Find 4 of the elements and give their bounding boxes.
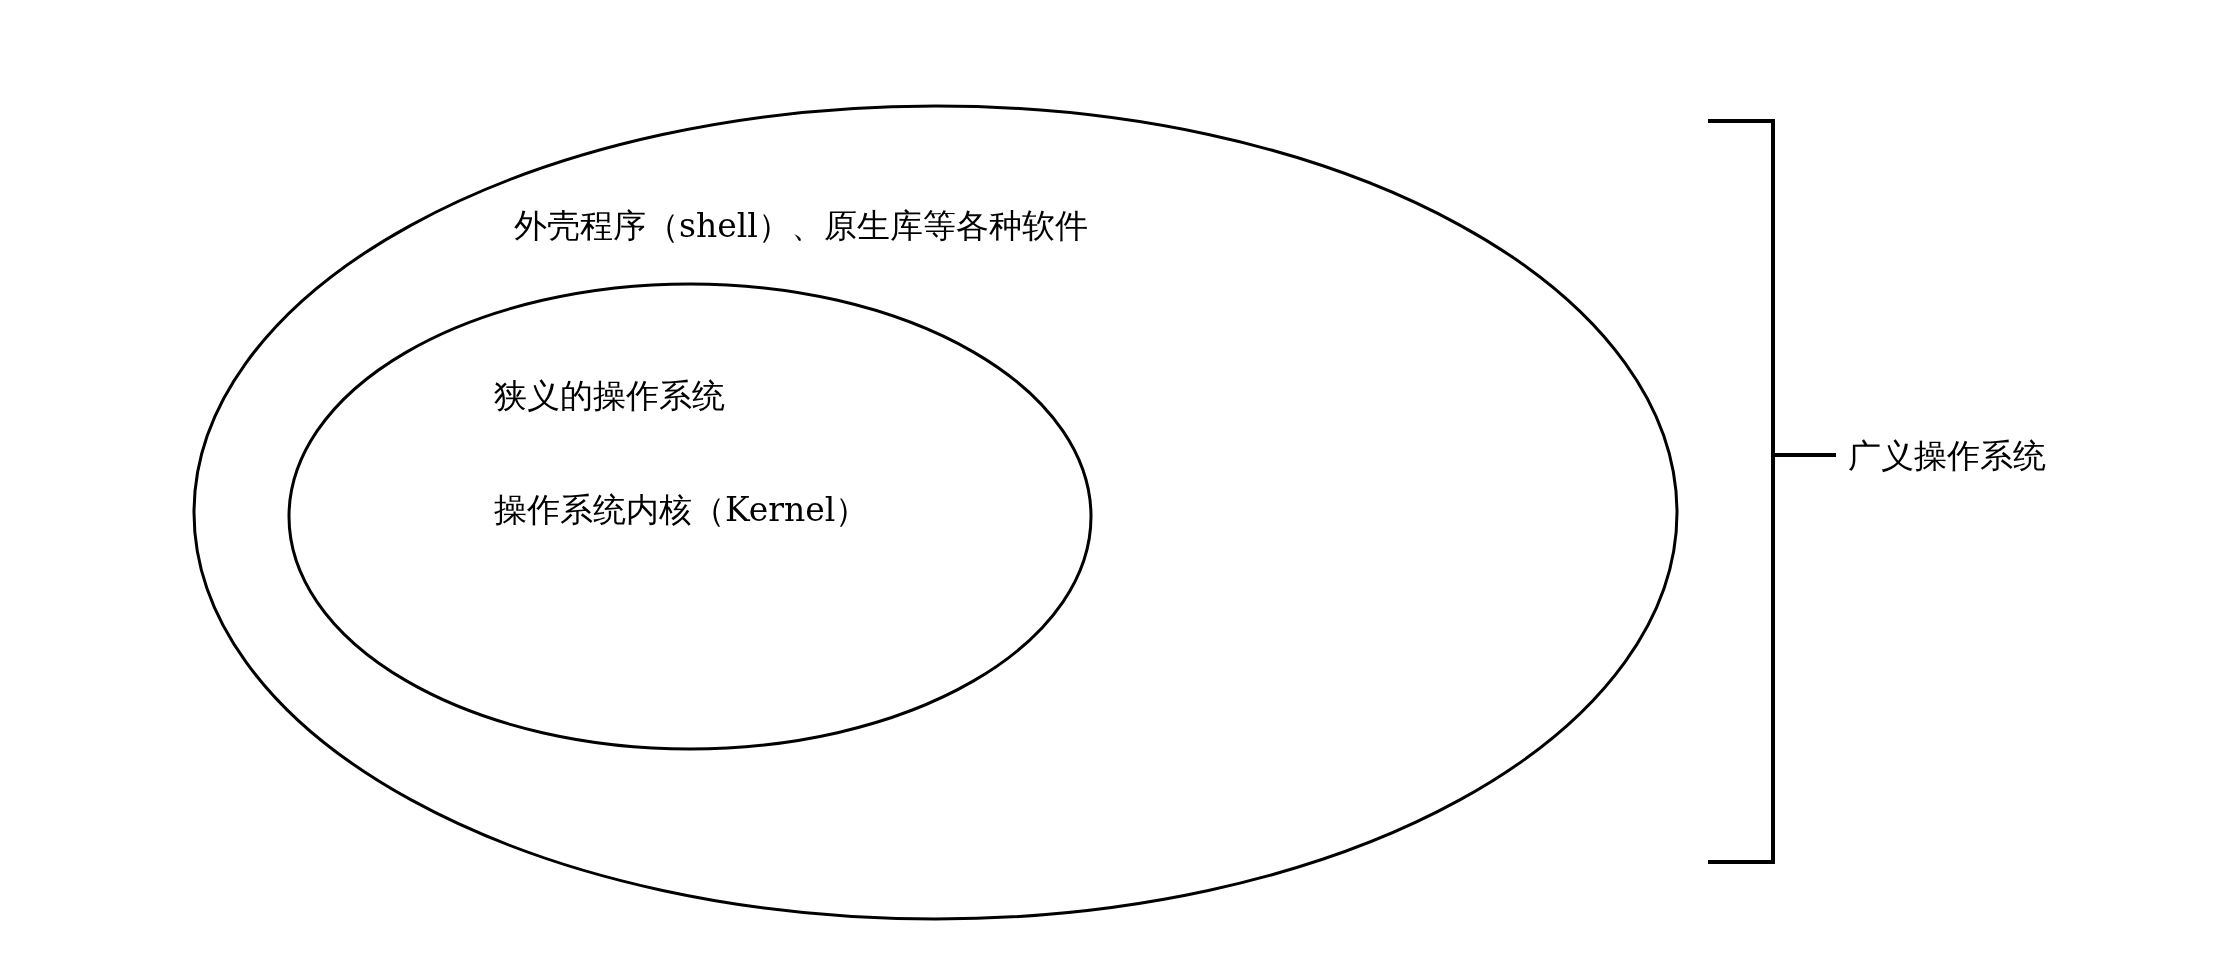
- ellipse-label: 操作系统内核（Kernel）: [494, 489, 869, 531]
- ellipse-label: 狭义的操作系统: [494, 375, 725, 417]
- ellipse-label: 外壳程序（shell）、原生库等各种软件: [514, 205, 1088, 247]
- bracket-label: 广义操作系统: [1848, 435, 2046, 477]
